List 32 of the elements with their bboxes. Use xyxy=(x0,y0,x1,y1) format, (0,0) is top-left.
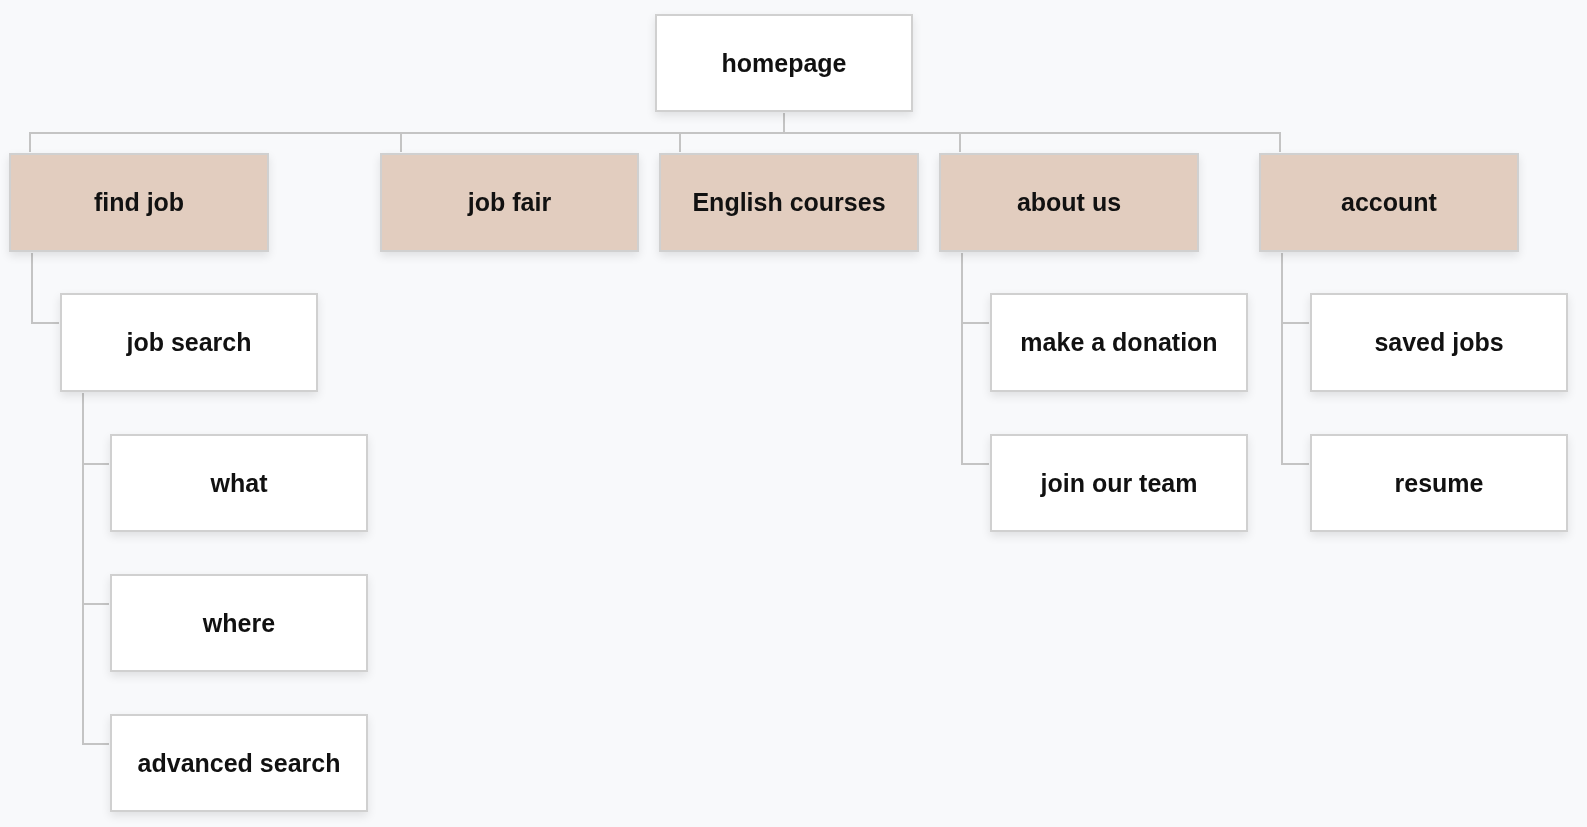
box-label: saved jobs xyxy=(1374,328,1504,357)
box-label: resume xyxy=(1394,468,1484,498)
connector-line xyxy=(82,392,110,745)
page-box xyxy=(990,434,1248,532)
section-box xyxy=(659,153,919,252)
section-box xyxy=(1259,153,1519,252)
page-box xyxy=(110,574,368,672)
section-box xyxy=(939,153,1199,252)
box-label: English courses xyxy=(692,188,886,217)
connector-line xyxy=(1281,252,1310,465)
page-box xyxy=(990,293,1248,392)
page-box xyxy=(1310,293,1568,392)
page-box xyxy=(110,434,368,532)
connector-line xyxy=(961,252,990,465)
box-label: make a donation xyxy=(1020,328,1218,357)
box-label: join our team xyxy=(1040,468,1198,498)
box-label: about us xyxy=(1016,188,1122,217)
page-box xyxy=(1310,434,1568,532)
box-label: homepage xyxy=(721,48,847,78)
box-label: account xyxy=(1341,188,1437,217)
section-box xyxy=(9,153,269,252)
page-box xyxy=(60,293,318,392)
box-label: job search xyxy=(126,328,252,357)
box-label: what xyxy=(210,468,268,498)
page-box xyxy=(655,14,913,112)
box-label: find job xyxy=(93,188,185,217)
section-box xyxy=(380,153,639,252)
box-label: job fair xyxy=(467,188,552,217)
connector-line xyxy=(31,252,60,324)
box-label: advanced search xyxy=(137,748,341,778)
page-box xyxy=(110,714,368,812)
box-label: where xyxy=(202,608,276,638)
